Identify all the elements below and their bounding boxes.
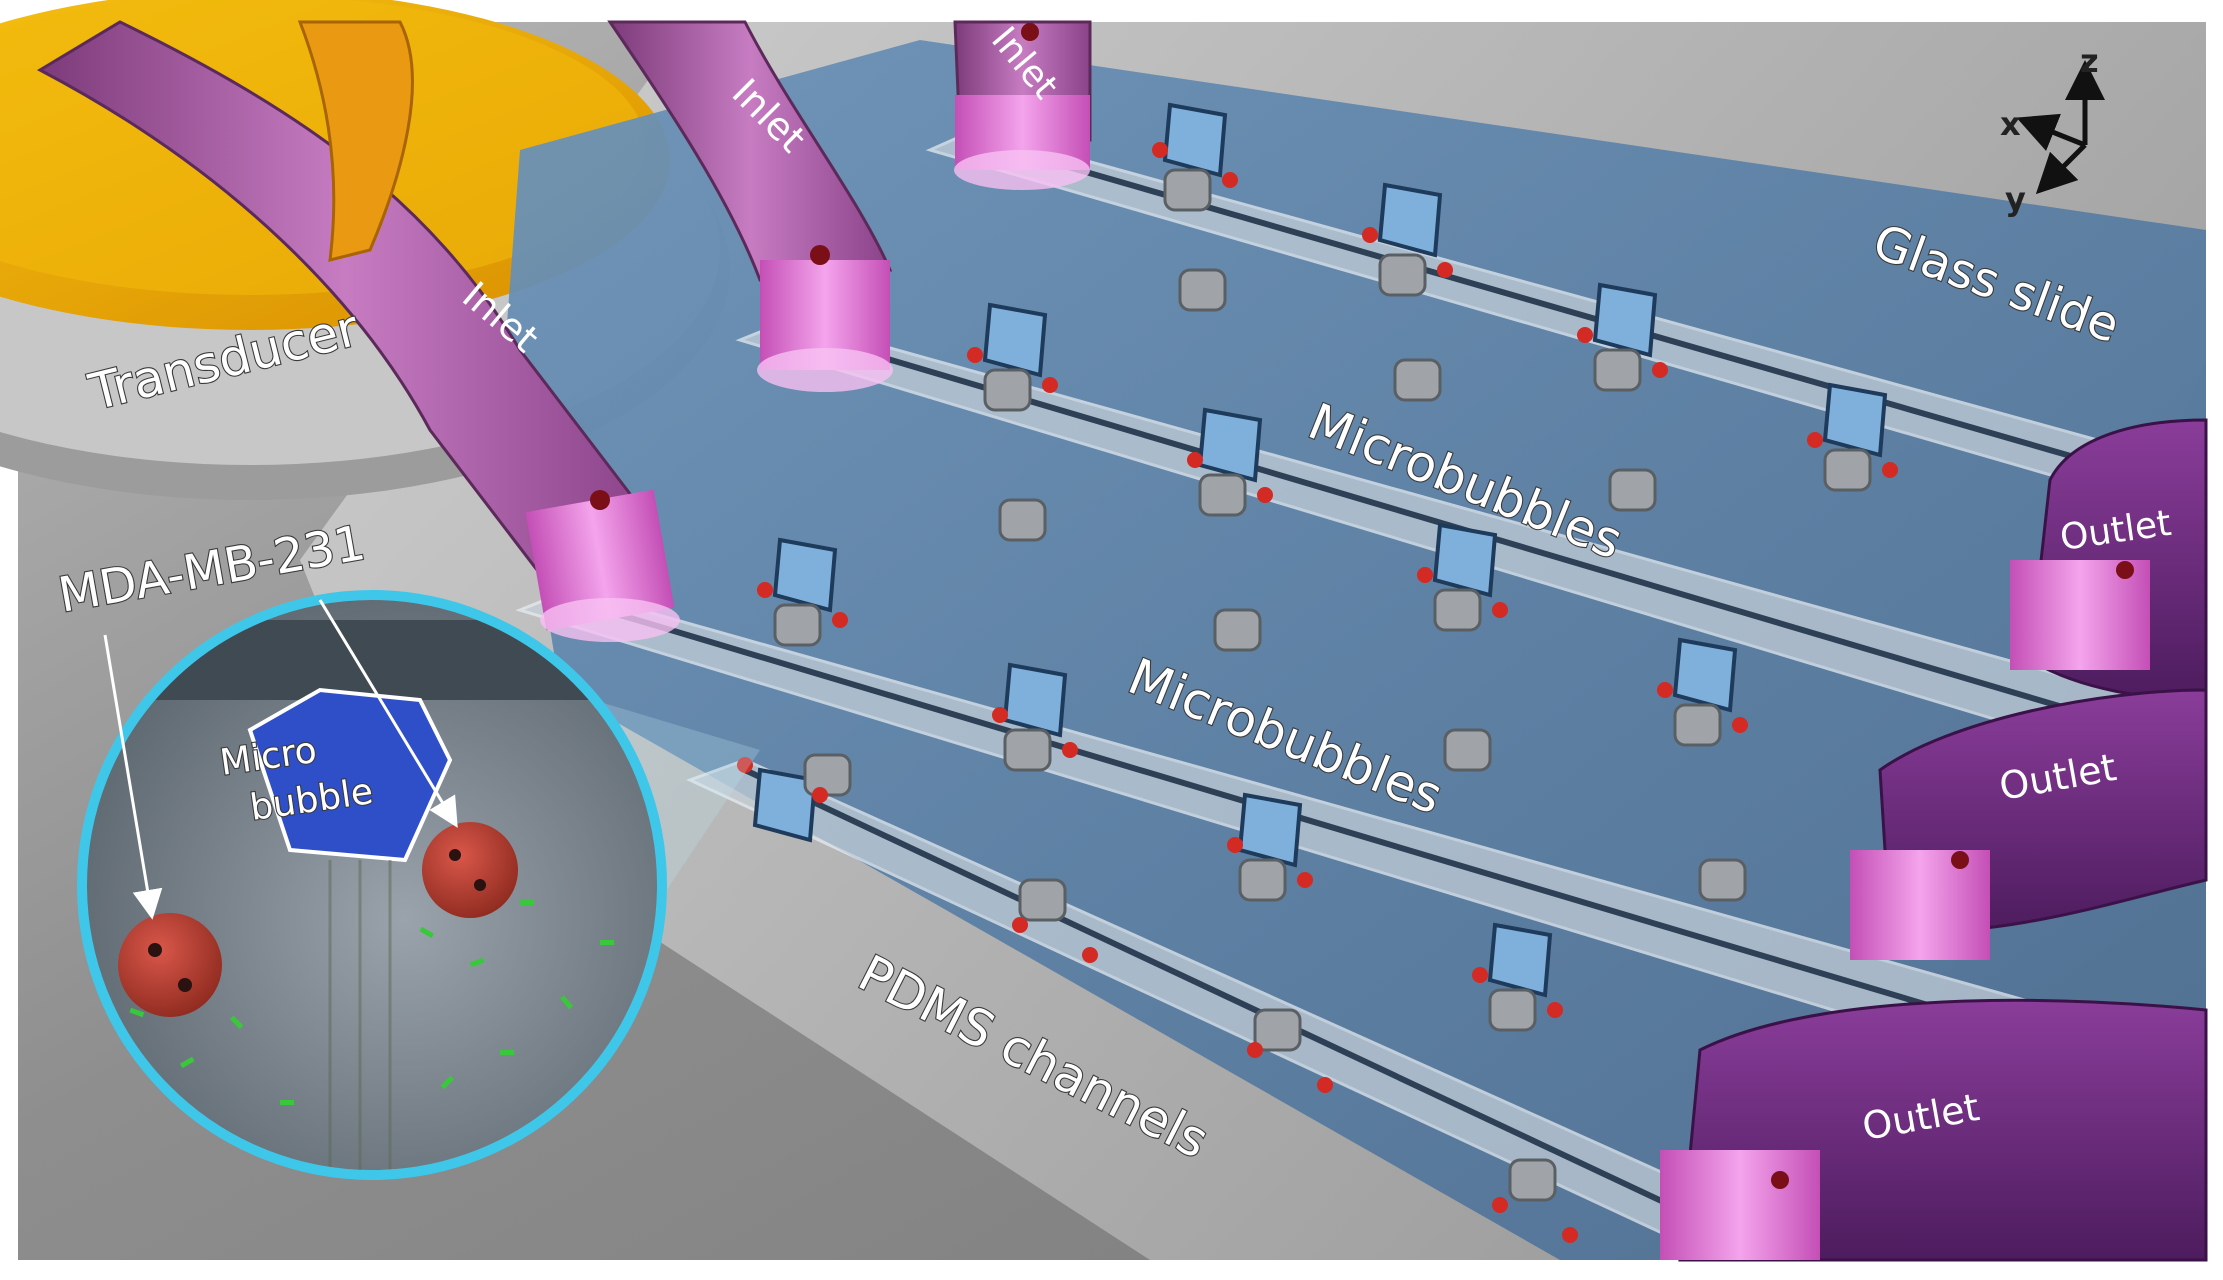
inset-cell-left bbox=[118, 913, 222, 1017]
cavity bbox=[982, 302, 1048, 378]
cavities bbox=[752, 102, 1888, 998]
cavity bbox=[1162, 102, 1228, 178]
cavity bbox=[1432, 522, 1498, 598]
inset-cell-right bbox=[422, 822, 518, 918]
cell-line-arrows bbox=[103, 599, 458, 920]
inlet-tube-2 bbox=[607, 20, 893, 392]
axis-y-label: y bbox=[2005, 180, 2026, 218]
cavity bbox=[1487, 922, 1553, 998]
inset-magnified-view bbox=[77, 590, 667, 1180]
inset-ring bbox=[77, 590, 667, 1180]
cavity bbox=[1237, 792, 1303, 868]
outlet-tube-3 bbox=[1660, 998, 2208, 1262]
cavity bbox=[1002, 662, 1068, 738]
cavity bbox=[1592, 282, 1658, 358]
cavity bbox=[1377, 182, 1443, 258]
inlet-tube-1 bbox=[36, 20, 680, 642]
cavity bbox=[752, 767, 818, 843]
axis-z-label: z bbox=[2080, 42, 2099, 80]
axis-x-label: x bbox=[2000, 105, 2021, 143]
cavity bbox=[772, 537, 838, 613]
axis-indicator bbox=[2016, 60, 2105, 195]
cavity bbox=[1197, 407, 1263, 483]
red-cells bbox=[737, 142, 1898, 1243]
cavity bbox=[1672, 637, 1738, 713]
outlet-tube-1 bbox=[2010, 418, 2208, 702]
cavity bbox=[1822, 382, 1888, 458]
inlet-tube-3 bbox=[953, 20, 1092, 190]
inset-flow-streaks bbox=[328, 860, 392, 1170]
outlet-tube-2 bbox=[1850, 688, 2208, 960]
